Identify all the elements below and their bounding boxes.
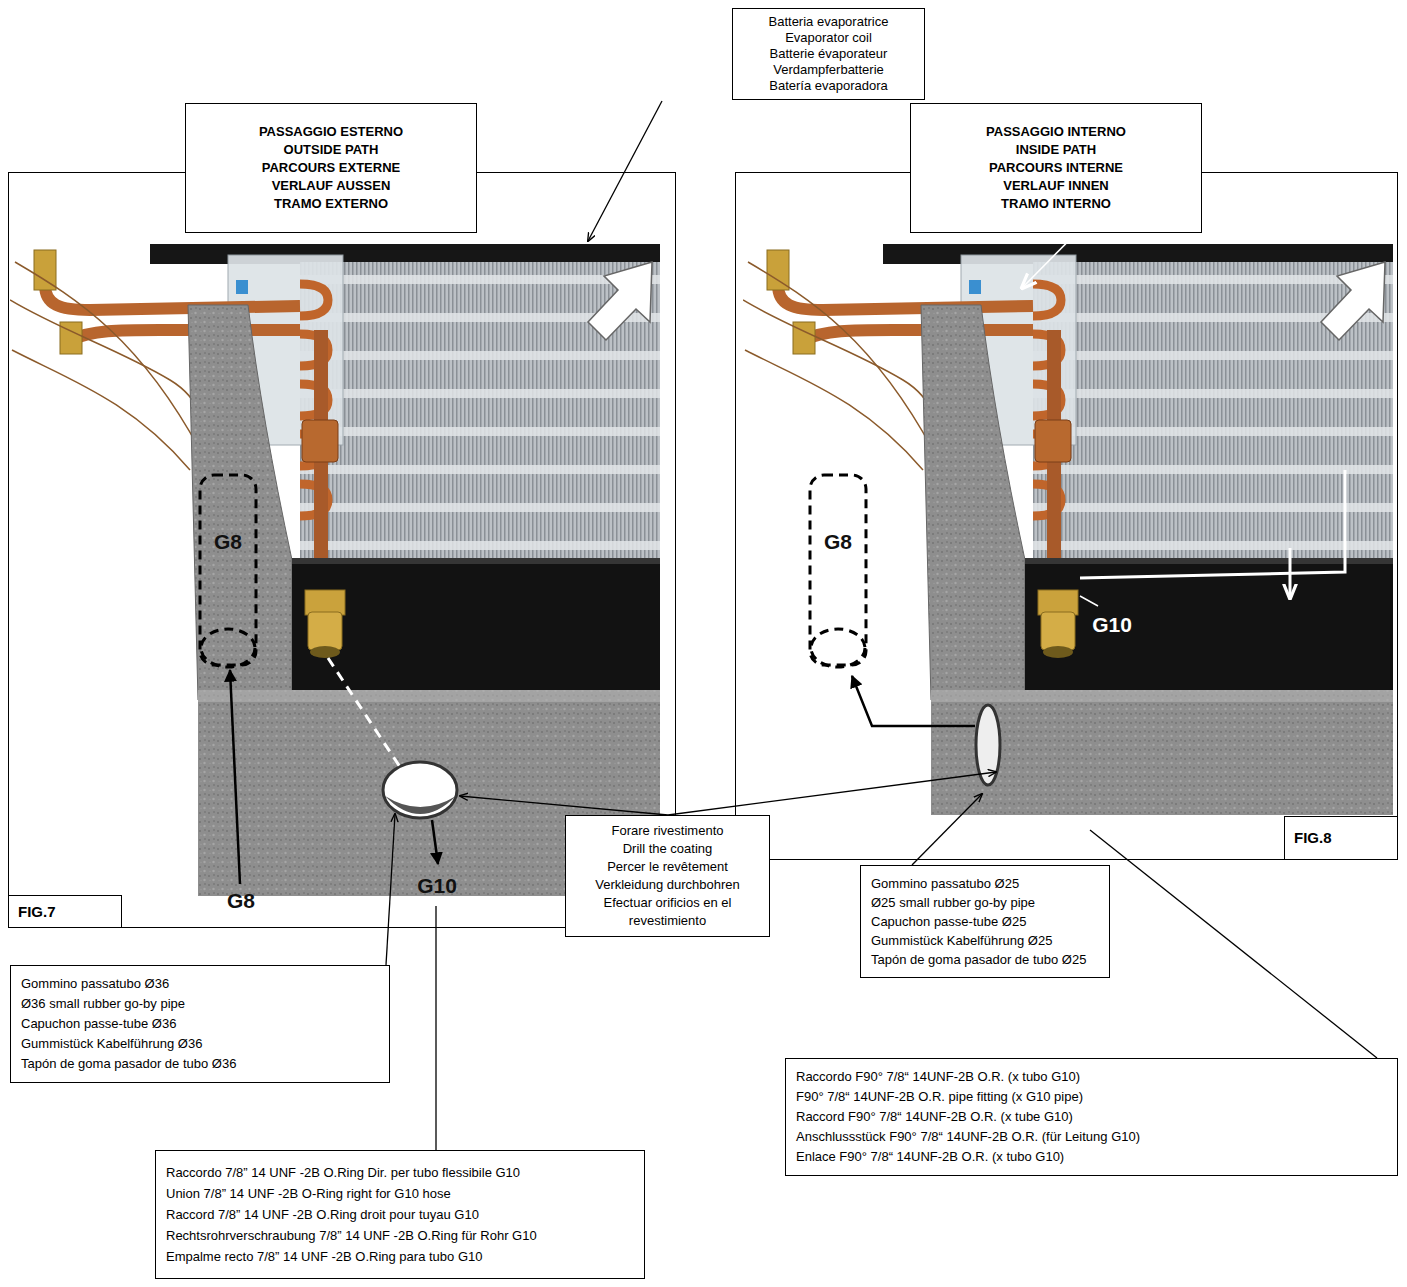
leader-line: [435, 906, 436, 1150]
leader-line: [1090, 830, 1377, 1058]
callout-line: Tapón de goma pasador de tubo Ø36: [21, 1054, 379, 1074]
figure-frame: FIG.8PASSAGGIO INTERNOINSIDE PATHPARCOUR…: [735, 172, 1398, 860]
callout-line: Evaporator coil: [739, 30, 918, 46]
fig8-overlay: [852, 676, 975, 726]
leader-line: [460, 796, 668, 815]
callout-line: Capuchon passe-tube Ø36: [21, 1014, 379, 1034]
callout-line: Capuchon passe-tube Ø25: [871, 912, 1099, 931]
callout-line: Rechtsrohrverschraubung 7/8” 14 UNF -2B …: [166, 1225, 634, 1246]
fig7-overlay: [383, 762, 457, 818]
callout-line: Ø25 small rubber go-by pipe: [871, 893, 1099, 912]
title-line: INSIDE PATH: [917, 141, 1195, 159]
callout-line: Ø36 small rubber go-by pipe: [21, 994, 379, 1014]
title-line: VERLAUF INNEN: [917, 177, 1195, 195]
fig7-overlay: [201, 629, 255, 667]
fig8-overlay: [1289, 548, 1292, 598]
photo-fig7: [10, 244, 660, 896]
callout-line: Raccordo 7/8” 14 UNF -2B O.Ring Dir. per…: [166, 1162, 634, 1183]
callout-box: Gommino passatubo Ø36Ø36 small rubber go…: [10, 965, 390, 1083]
callout-box: Forare rivestimentoDrill the coatingPerc…: [565, 815, 770, 937]
callout-line: Anschlussstück F90° 7/8“ 14UNF-2B O.R. (…: [796, 1127, 1387, 1147]
callout-line: Batteria evaporatrice: [739, 14, 918, 30]
title-line: PARCOURS EXTERNE: [192, 159, 470, 177]
leader-line: [588, 101, 662, 241]
callout-line: Gummistück Kabelführung Ø36: [21, 1034, 379, 1054]
title-line: TRAMO EXTERNO: [192, 195, 470, 213]
callout-box: Raccordo 7/8” 14 UNF -2B O.Ring Dir. per…: [155, 1150, 645, 1279]
photo-fig8: [743, 244, 1393, 815]
title-line: TRAMO INTERNO: [917, 195, 1195, 213]
fig7-overlay: [200, 475, 457, 884]
callout-number: G8: [214, 530, 242, 554]
fig8-overlay: [810, 475, 866, 665]
callout-line: Percer le revêtement: [572, 858, 763, 876]
callout-line: Gommino passatubo Ø25: [871, 874, 1099, 893]
callout-line: Verdampferbatterie: [739, 62, 918, 78]
callout-number: G10: [1092, 613, 1132, 637]
figure-number: FIG.8: [1284, 816, 1398, 860]
callout-line: Raccord F90° 7/8“ 14UNF-2B O.R. (x tube …: [796, 1107, 1387, 1127]
callout-line: Raccord 7/8” 14 UNF -2B O.Ring droit pou…: [166, 1204, 634, 1225]
fig7-overlay: [385, 796, 456, 814]
callout-box: Gommino passatubo Ø25Ø25 small rubber go…: [860, 865, 1110, 978]
callout-line: Gommino passatubo Ø36: [21, 974, 379, 994]
fig8-overlay: [1080, 596, 1098, 606]
callout-line: Drill the coating: [572, 840, 763, 858]
callout-line: Raccordo F90° 7/8“ 14UNF-2B O.R. (x tubo…: [796, 1067, 1387, 1087]
callout-line: Empalme recto 7/8” 14 UNF -2B O.Ring par…: [166, 1246, 634, 1267]
callout-line: Forare rivestimento: [572, 822, 763, 840]
photo-fig7: [10, 244, 660, 896]
callout-line: Tapón de goma pasador de tubo Ø25: [871, 950, 1099, 969]
callout-number: G8: [824, 530, 852, 554]
fig8-overlay: [810, 470, 1345, 785]
leader-line: [912, 794, 982, 865]
figure-number: FIG.7: [8, 895, 122, 928]
leader-line: [386, 814, 395, 965]
title-line: VERLAUF AUSSEN: [192, 177, 470, 195]
title-line: PARCOURS INTERNE: [917, 159, 1195, 177]
fig8-overlay: [811, 629, 865, 667]
callout-line: Gummistück Kabelführung Ø25: [871, 931, 1099, 950]
callout-line: F90° 7/8“ 14UNF-2B O.R. pipe fitting (x …: [796, 1087, 1387, 1107]
fig7-overlay: [200, 475, 256, 665]
fig8-overlay: [1080, 470, 1345, 578]
title-line: PASSAGGIO ESTERNO: [192, 123, 470, 141]
leader-line: [386, 101, 1377, 1150]
callout-box: Batteria evaporatriceEvaporator coilBatt…: [732, 8, 925, 100]
callout-line: Batterie évaporateur: [739, 46, 918, 62]
callout-line: Union 7/8” 14 UNF -2B O-Ring right for G…: [166, 1183, 634, 1204]
fig7-overlay: [230, 670, 240, 884]
callout-line: Verkleidung durchbohren: [572, 876, 763, 894]
callout-line: Enlace F90° 7/8“ 14UNF-2B O.R. (x tubo G…: [796, 1147, 1387, 1167]
callout-number: G10: [417, 874, 457, 898]
callout-line: Efectuar orificios en el revestimiento: [572, 894, 763, 930]
callout-number: G8: [227, 889, 255, 913]
title-line: PASSAGGIO INTERNO: [917, 123, 1195, 141]
callout-line: Batería evaporadora: [739, 78, 918, 94]
title-box: PASSAGGIO INTERNOINSIDE PATHPARCOURS INT…: [910, 103, 1202, 233]
callout-box: Raccordo F90° 7/8“ 14UNF-2B O.R. (x tubo…: [785, 1058, 1398, 1176]
fig7-overlay: [432, 820, 438, 864]
title-box: PASSAGGIO ESTERNOOUTSIDE PATHPARCOURS EX…: [185, 103, 477, 233]
photo-fig8: [743, 244, 1393, 815]
leader-line: [668, 772, 996, 815]
title-line: OUTSIDE PATH: [192, 141, 470, 159]
fig7-overlay: [328, 658, 402, 770]
